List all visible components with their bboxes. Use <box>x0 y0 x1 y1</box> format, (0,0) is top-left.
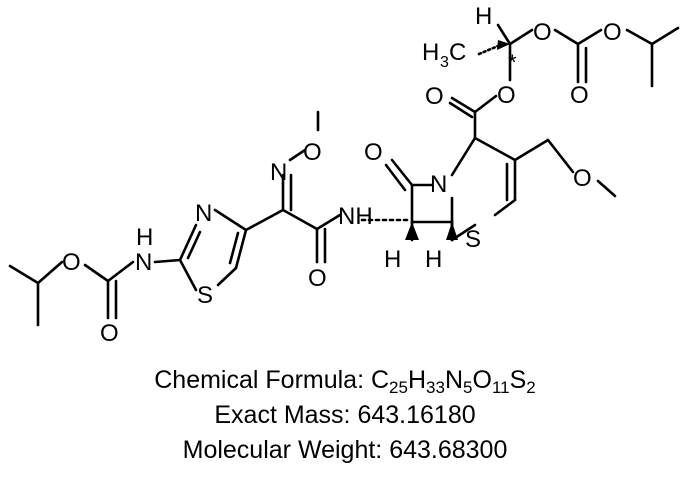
formula-label: Chemical Formula: <box>154 366 371 394</box>
formula-count: 2 <box>526 378 536 397</box>
stereo-wedges <box>360 40 510 240</box>
formula-element: O <box>472 366 492 394</box>
atom-o-oxime: O <box>303 139 322 166</box>
atom-o-acetal: O <box>533 19 552 46</box>
atom-h-carbamate: H <box>136 224 153 251</box>
atom-h-chiral: H <box>475 3 492 30</box>
formula-element: S <box>509 366 527 394</box>
formula-element: C <box>370 366 390 394</box>
atom-h3c-sub: 3 <box>440 54 449 71</box>
formula-element: H <box>407 366 427 394</box>
atom-o-ester: O <box>497 82 516 109</box>
atom-o-ester-dbl: O <box>425 83 444 110</box>
atom-s-thiazole: S <box>197 282 213 309</box>
atom-o-amide: O <box>308 265 327 292</box>
atom-n-ring: N <box>430 171 447 198</box>
atom-o-carbamate: O <box>62 249 81 276</box>
atom-n-carbamate: N <box>135 249 152 276</box>
atom-h3c-h: H <box>422 39 439 66</box>
chemical-formula: Chemical Formula: C25H33N5O11S2 <box>0 366 690 397</box>
bond-lines <box>8 23 680 327</box>
atom-n-thiazole: N <box>195 200 212 227</box>
atom-h-right: H <box>425 246 442 273</box>
atom-h3c-c: C <box>449 39 466 66</box>
atom-o-carbonate: O <box>603 19 622 46</box>
atom-o-carbonate-dbl: O <box>570 82 589 109</box>
formula-count: 33 <box>426 378 445 397</box>
atom-s-ring: S <box>465 226 481 253</box>
formula-elements: C25H33N5O11S2 <box>370 366 536 397</box>
molecule-structure: H H 3 C * O O O O O O O N S H H NH O N O… <box>8 3 680 347</box>
formula-count: 5 <box>463 378 473 397</box>
molecular-weight: Molecular Weight: 643.68300 <box>182 436 508 464</box>
exact-mass: Exact Mass: 643.16180 <box>214 401 476 429</box>
atom-h-left: H <box>384 246 401 273</box>
formula-count: 11 <box>491 378 510 397</box>
atom-n-oxime: N <box>270 159 287 186</box>
atom-labels: H H 3 C * O O O O O O O N S H H NH O N O… <box>62 3 622 347</box>
formula-count: 25 <box>389 378 408 397</box>
atom-o-lactam: O <box>364 139 383 166</box>
atom-o-carbamate-dbl: O <box>100 320 119 347</box>
chiral-star: * <box>508 50 517 75</box>
atom-o-methoxy: O <box>573 165 592 192</box>
formula-element: N <box>444 366 464 394</box>
atom-nh-amide: NH <box>338 203 373 230</box>
